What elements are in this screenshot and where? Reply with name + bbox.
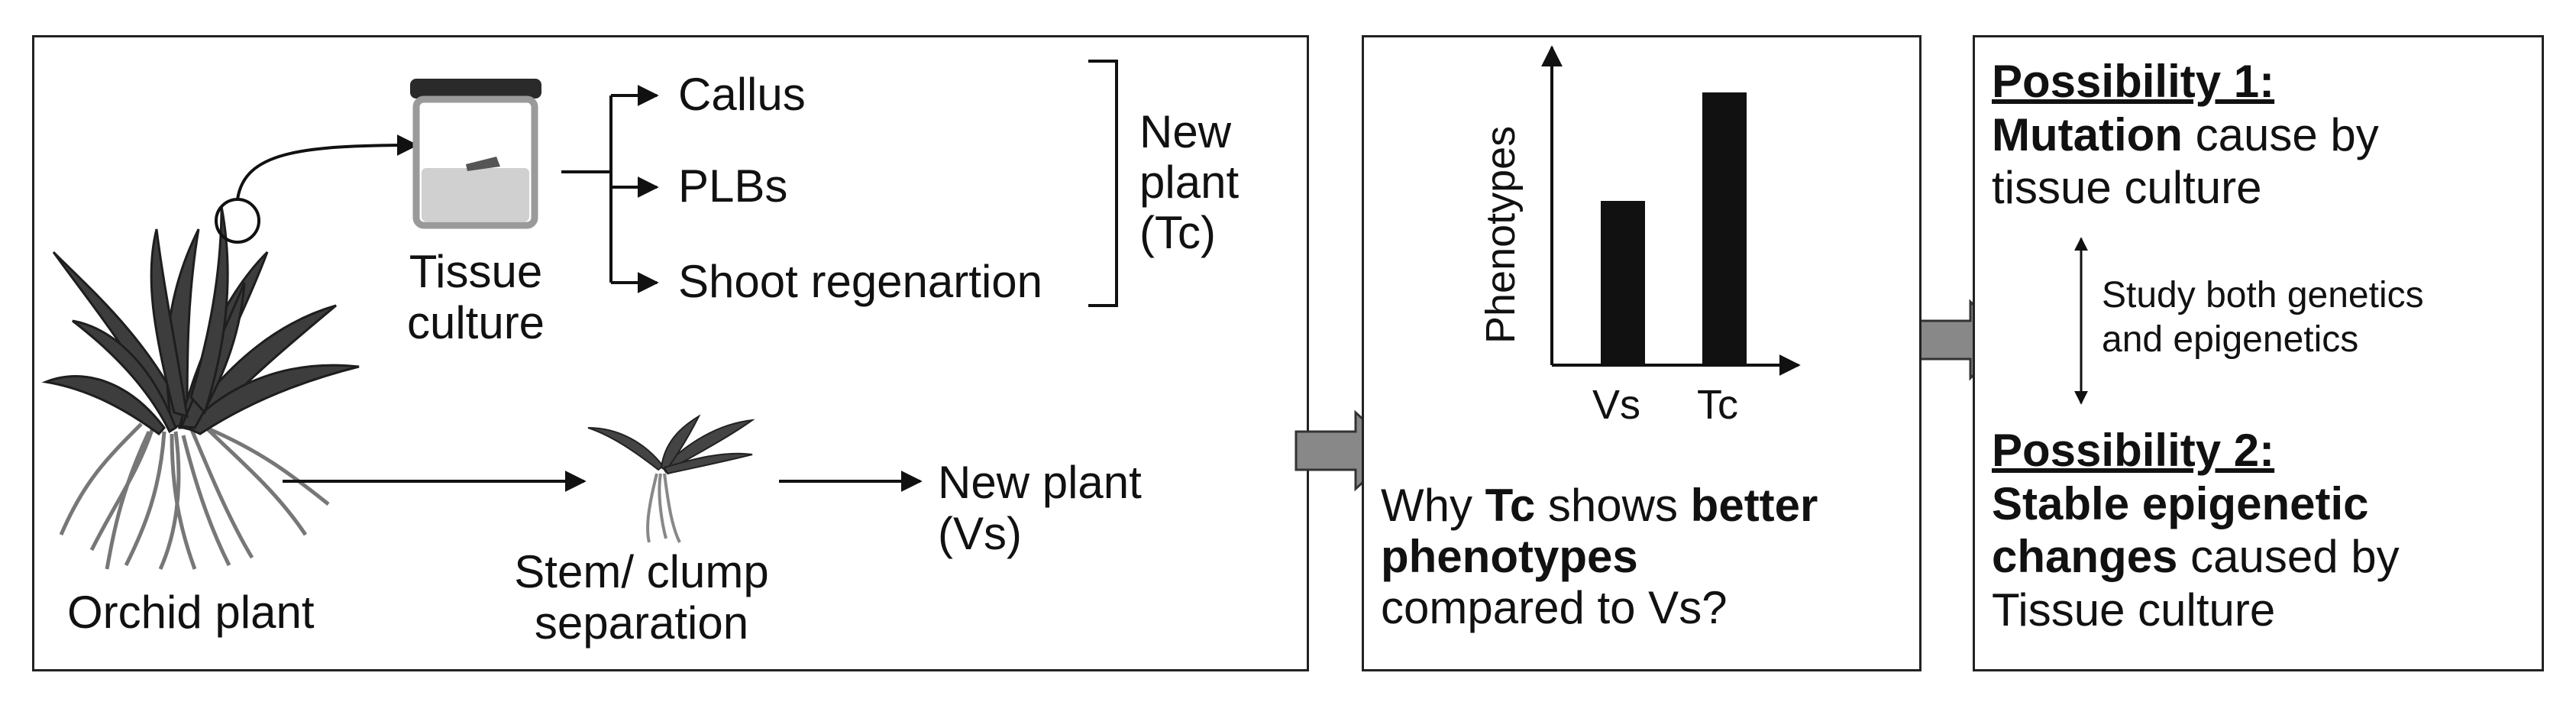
- bracket: [1088, 60, 1118, 307]
- study-label: Study both genetics and epigenetics: [2102, 275, 2424, 360]
- outcome-callus: Callus: [678, 69, 806, 120]
- panel-possibilities: [1973, 35, 2544, 671]
- outcome-plbs: PLBs: [678, 160, 788, 212]
- bar-tc: [1702, 92, 1747, 364]
- culture-jar-icon: [410, 79, 541, 229]
- x-tick-tc: Tc: [1697, 382, 1738, 428]
- possibility-2-title: Possibility 2:: [1992, 425, 2275, 476]
- orchid-plant-illustration: [41, 198, 360, 571]
- possibility-2-block: Possibility 2: Stable epigenetic changes…: [1992, 425, 2400, 636]
- orchid-plant-label: Orchid plant: [67, 587, 315, 638]
- possibility-1-title: Possibility 1:: [1992, 56, 2275, 107]
- stem-clump-separation-label: Stem/ clump separation: [514, 546, 769, 649]
- new-plant-vs-label: New plant (Vs): [938, 457, 1142, 560]
- x-tick-vs: Vs: [1592, 382, 1641, 428]
- explant-arrow: [236, 134, 419, 200]
- possibility-1-block: Possibility 1: Mutation cause by tissue …: [1992, 56, 2379, 214]
- tissue-culture-label: Tissue culture: [406, 246, 545, 349]
- bar-vs: [1601, 201, 1645, 364]
- plantlet-illustration: [587, 414, 755, 543]
- question-text: Why Tc shows better phenotypes compared …: [1381, 480, 1818, 634]
- panel-propagation: [32, 35, 1309, 671]
- new-plant-tc-label: New plant (Tc): [1139, 106, 1240, 258]
- outcome-shoot-regeneration: Shoot regenartion: [678, 256, 1043, 307]
